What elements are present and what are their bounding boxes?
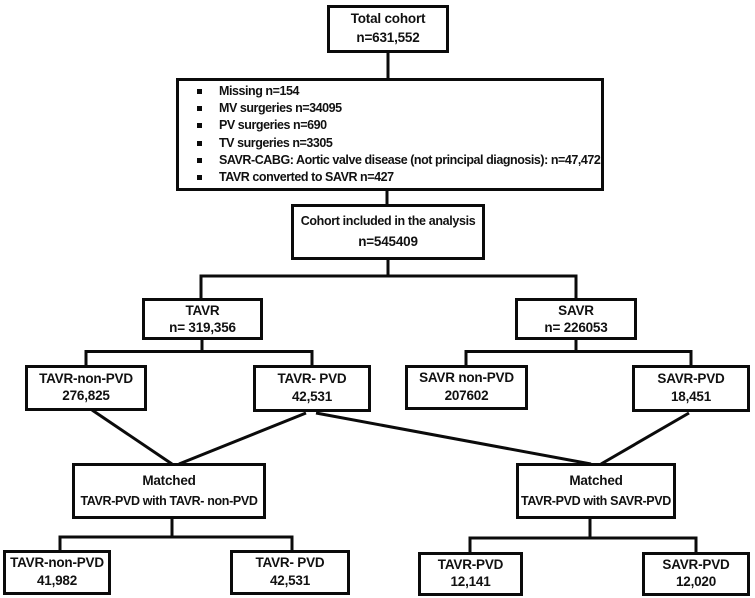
exclusion-item-label: Missing n=154	[219, 83, 299, 98]
box-savr-pvd: SAVR-PVD 18,451	[632, 365, 750, 412]
matched-tavr-title: Matched	[142, 472, 196, 488]
exclusion-item-label: SAVR-CABG: Aortic valve disease (not pri…	[219, 152, 601, 167]
box-savr-non-pvd: SAVR non-PVD 207602	[405, 365, 528, 410]
savr-value: n= 226053	[544, 319, 608, 335]
connector-diag-tavr-pvd-to-matched2	[315, 411, 592, 466]
tavr-value: n= 319,356	[169, 319, 236, 335]
box-final2-savr-pvd: SAVR-PVD 12,020	[642, 552, 750, 596]
total-cohort-title: Total cohort	[350, 11, 426, 27]
final-tavr-pvd-value: 42,531	[269, 572, 311, 588]
savr-title: SAVR	[558, 303, 594, 318]
connector-diag-savr-pvd-to-matched2	[600, 411, 690, 466]
connector-diag-tavr-pvd-to-matched1	[178, 411, 307, 466]
exclusion-item-label: PV surgeries n=690	[219, 118, 327, 133]
savr-pvd-value: 18,451	[670, 389, 712, 405]
exclusion-item: PV surgeries n=690	[197, 117, 593, 134]
included-cohort-value: n=545409	[358, 233, 418, 249]
square-bullet-icon	[197, 88, 202, 94]
box-matched-savr: Matched TAVR-PVD with SAVR-PVD	[516, 463, 676, 519]
exclusion-item-label: TAVR converted to SAVR n=427	[219, 169, 394, 184]
exclusion-item: TAVR converted to SAVR n=427	[197, 169, 593, 186]
final-tavr-non-pvd-title: TAVR-non-PVD	[10, 555, 104, 571]
tavr-non-pvd-title: TAVR-non-PVD	[39, 370, 133, 386]
included-cohort-title: Cohort included in the analysis	[300, 213, 476, 228]
square-bullet-icon	[197, 175, 202, 180]
box-tavr-pvd: TAVR- PVD 42,531	[253, 365, 371, 412]
matched-tavr-subtitle: TAVR-PVD with TAVR- non-PVD	[80, 493, 258, 508]
square-bullet-icon	[197, 157, 202, 163]
savr-non-pvd-title: SAVR non-PVD	[419, 370, 514, 386]
box-included-cohort: Cohort included in the analysis n=545409	[291, 204, 485, 260]
square-bullet-icon	[197, 123, 202, 129]
exclusion-item: SAVR-CABG: Aortic valve disease (not pri…	[197, 152, 601, 169]
tavr-title: TAVR	[185, 303, 220, 318]
square-bullet-icon	[197, 140, 202, 146]
matched-savr-subtitle: TAVR-PVD with SAVR-PVD	[521, 493, 671, 508]
tavr-pvd-title: TAVR- PVD	[277, 371, 347, 387]
savr-pvd-title: SAVR-PVD	[657, 371, 725, 387]
final2-tavr-pvd-value: 12,141	[450, 574, 491, 590]
final2-savr-pvd-title: SAVR-PVD	[662, 557, 730, 573]
final-tavr-pvd-title: TAVR- PVD	[255, 555, 325, 571]
box-final-tavr-pvd: TAVR- PVD 42,531	[230, 550, 350, 595]
box-final-tavr-non-pvd: TAVR-non-PVD 41,982	[3, 550, 111, 595]
box-exclusions: Missing n=154 MV surgeries n=34095 PV su…	[176, 78, 604, 191]
savr-non-pvd-value: 207602	[444, 387, 489, 403]
box-tavr: TAVR n= 319,356	[142, 298, 263, 340]
final2-savr-pvd-value: 12,020	[675, 574, 717, 590]
exclusion-item-label: MV surgeries n=34095	[219, 101, 342, 116]
connector-diag-tavr-non-pvd-to-matched1	[91, 408, 173, 466]
exclusion-item: Missing n=154	[197, 83, 593, 100]
exclusion-item-label: TV surgeries n=3305	[219, 135, 333, 150]
exclusion-item: MV surgeries n=34095	[197, 100, 593, 117]
square-bullet-icon	[197, 106, 202, 112]
box-total-cohort: Total cohort n=631,552	[327, 5, 449, 53]
box-final2-tavr-pvd: TAVR-PVD 12,141	[418, 552, 523, 596]
exclusion-item: TV surgeries n=3305	[197, 135, 593, 152]
box-matched-tavr: Matched TAVR-PVD with TAVR- non-PVD	[72, 463, 266, 519]
total-cohort-value: n=631,552	[356, 29, 420, 45]
box-tavr-non-pvd: TAVR-non-PVD 276,825	[25, 365, 147, 411]
box-savr: SAVR n= 226053	[515, 298, 637, 340]
tavr-pvd-value: 42,531	[291, 389, 333, 405]
tavr-non-pvd-value: 276,825	[62, 388, 110, 404]
final2-tavr-pvd-title: TAVR-PVD	[437, 557, 504, 573]
final-tavr-non-pvd-value: 41,982	[36, 572, 78, 588]
matched-savr-title: Matched	[569, 472, 623, 488]
